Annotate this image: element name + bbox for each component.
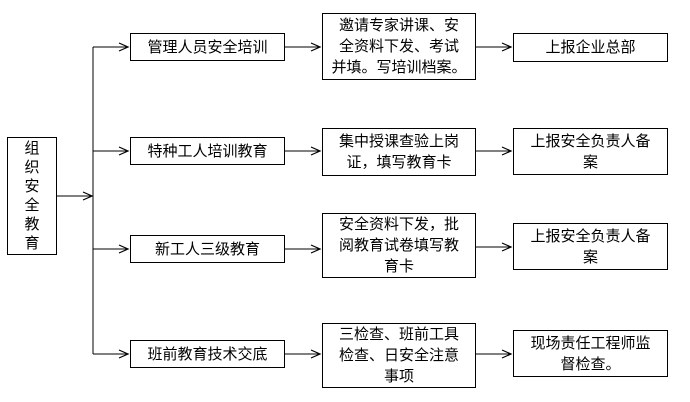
step-label: 管理人员安全培训 [147,37,268,56]
step-node-special-workers-training: 特种工人培训教育 [130,137,285,165]
step-label: 特种工人培训教育 [147,141,268,160]
step-label: 班前教育技术交底 [147,344,268,363]
root-node-organize-safety-education: 组织安全教育 [7,137,57,255]
detail-label: 安全资料下发，批 阅教育试卷填写教 育卡 [338,215,459,275]
outcome-label: 上报安全负责人备 案 [530,131,651,171]
root-node-label: 组织安全教育 [24,139,40,252]
step-node-new-worker-three-level-education: 新工人三级教育 [130,235,285,263]
step-label: 新工人三级教育 [154,239,260,258]
outcome-node-report-headquarters: 上报企业总部 [513,33,668,62]
detail-node-centralized-lectures: 集中授课查验上岗 证，填写教育卡 [322,128,476,176]
outcome-node-site-engineer-supervision: 现场责任工程师监 督检查。 [513,330,668,377]
detail-label: 集中授课查验上岗 证，填写教育卡 [338,132,459,171]
outcome-label: 现场责任工程师监 督检查。 [530,333,651,373]
detail-node-three-inspections: 三检查、班前工具 检查、日安全注意 事项 [322,323,476,388]
outcome-label: 上报企业总部 [545,38,636,56]
outcome-label: 上报安全负责人备 案 [530,226,651,266]
detail-node-materials-and-test-review: 安全资料下发，批 阅教育试卷填写教 育卡 [322,213,476,278]
step-node-management-safety-training: 管理人员安全培训 [130,33,285,61]
step-node-preshift-technical-briefing: 班前教育技术交底 [130,340,285,368]
detail-label: 三检查、班前工具 检查、日安全注意 事项 [338,325,459,385]
outcome-node-report-safety-officer-1: 上报安全负责人备 案 [513,128,668,175]
outcome-node-report-safety-officer-2: 上报安全负责人备 案 [513,223,668,270]
detail-node-expert-lectures: 邀请专家讲课、安 全资料下发、考试 并填。写培训档案。 [322,13,476,80]
detail-label: 邀请专家讲课、安 全资料下发、考试 并填。写培训档案。 [331,16,467,76]
